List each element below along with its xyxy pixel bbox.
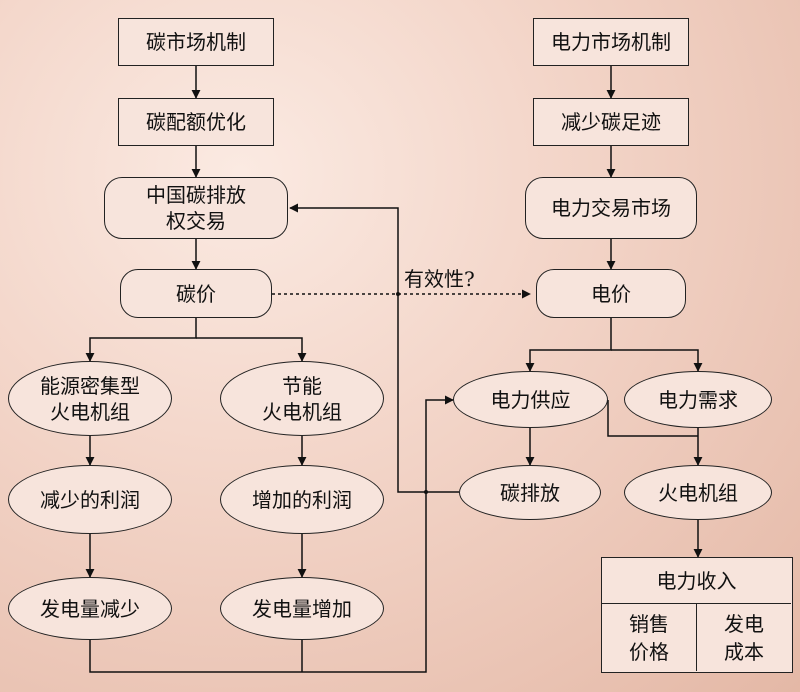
- carbon-quota-optimization-box: 碳配额优化: [118, 98, 274, 146]
- generation-cost-cell: 发电 成本: [724, 611, 764, 664]
- crossing-dot-2: [424, 490, 428, 494]
- energy-intensive-units-ellipse: 能源密集型 火电机组: [8, 361, 172, 436]
- carbon-price-box: 碳价: [120, 269, 272, 318]
- crossing-dot-1: [396, 292, 400, 296]
- arrow-elec-price-to-supply: [525, 318, 612, 372]
- arrow-generation-to-power-supply: [302, 395, 454, 673]
- arrow-carbon-price-to-intensive: [85, 318, 197, 362]
- increased-profit-ellipse: 增加的利润: [220, 465, 384, 534]
- generation-increase-ellipse: 发电量增加: [220, 577, 384, 640]
- thermal-units-ellipse: 火电机组: [624, 465, 772, 520]
- generation-decrease-ellipse: 发电量减少: [8, 577, 172, 640]
- arrow-carbon-price-to-saving: [196, 337, 307, 362]
- power-income-header: 电力收入: [602, 558, 791, 604]
- arrow-emission-to-trading: [289, 203, 459, 493]
- power-demand-ellipse: 电力需求: [624, 371, 772, 428]
- sales-price-cell: 销售 价格: [602, 604, 697, 671]
- carbon-market-mechanism-box: 碳市场机制: [118, 18, 274, 66]
- feedback-line-bottom: [89, 640, 302, 673]
- electricity-price-box: 电价: [536, 269, 686, 318]
- effectiveness-label: 有效性?: [404, 267, 475, 291]
- power-trading-market-box: 电力交易市场: [525, 177, 697, 239]
- reduced-profit-ellipse: 减少的利润: [8, 465, 172, 534]
- reduce-carbon-footprint-box: 减少碳足迹: [533, 98, 689, 146]
- china-carbon-trading-box: 中国碳排放 权交易: [104, 177, 288, 239]
- line-supply-to-units: [607, 400, 698, 437]
- carbon-emission-ellipse: 碳排放: [459, 465, 601, 520]
- arrow-elec-price-to-demand: [611, 349, 703, 372]
- power-supply-ellipse: 电力供应: [453, 371, 608, 428]
- power-market-mechanism-box: 电力市场机制: [533, 18, 689, 66]
- power-income-table: 电力收入 销售 价格 发电 成本: [601, 557, 793, 673]
- energy-saving-units-ellipse: 节能 火电机组: [220, 361, 384, 436]
